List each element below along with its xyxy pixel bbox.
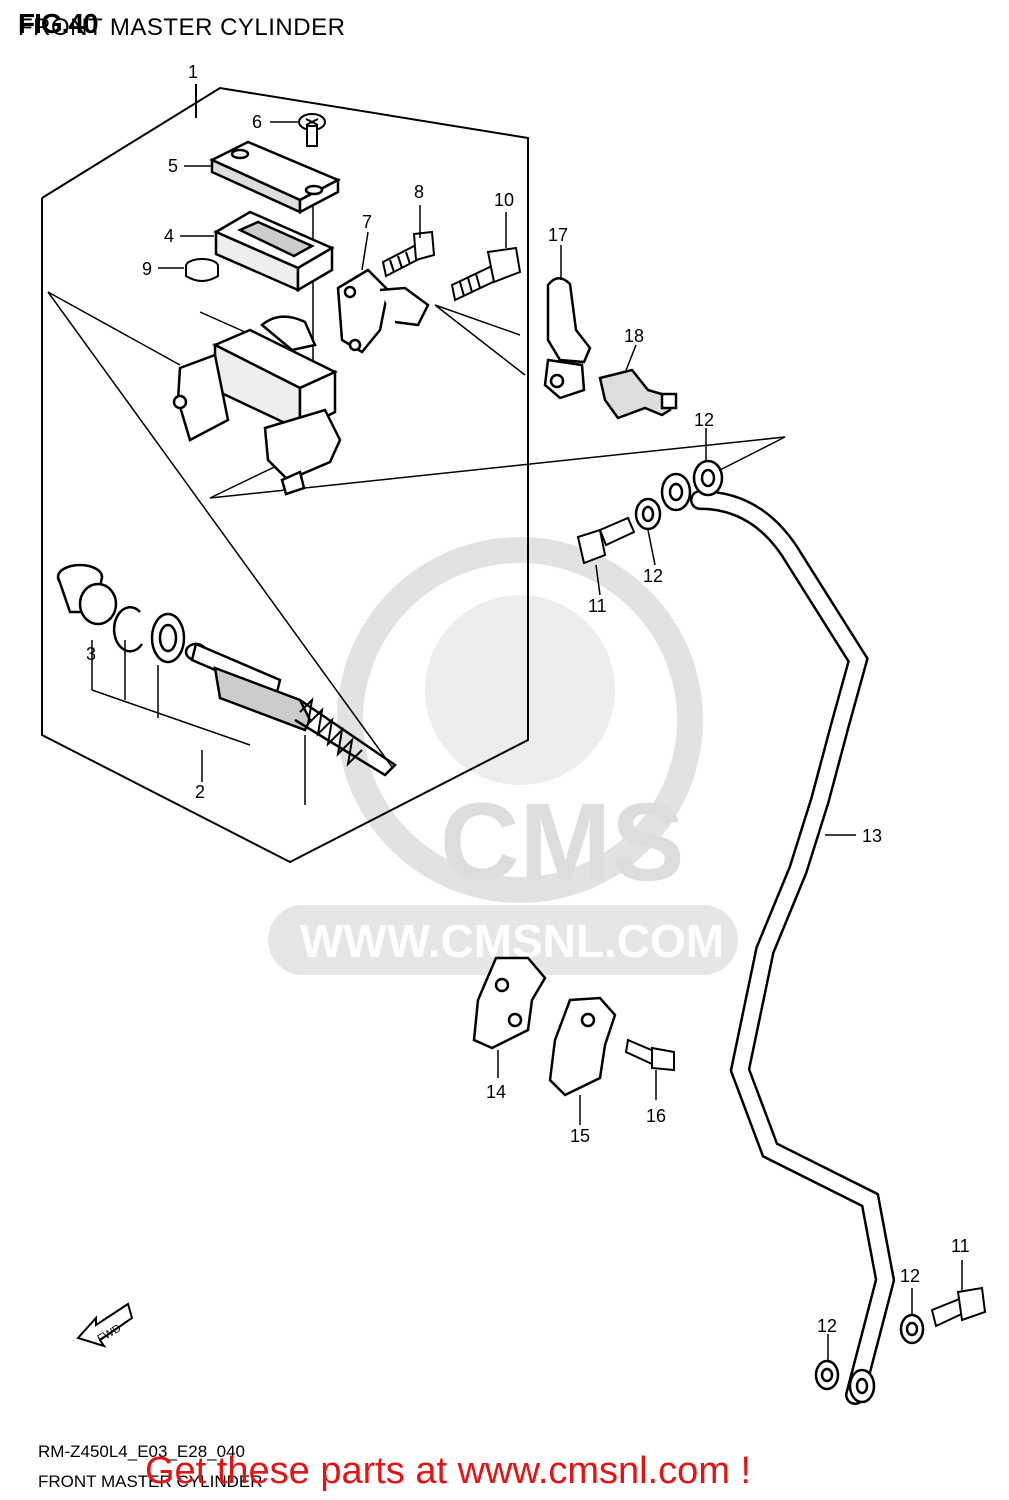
callout-15: 15 bbox=[570, 1126, 590, 1146]
bolt-part-16 bbox=[624, 1038, 675, 1072]
washers-part-12 bbox=[634, 459, 925, 1391]
fwd-arrow: FWD bbox=[76, 1302, 134, 1348]
callout-12d: 12 bbox=[817, 1316, 837, 1336]
lever-part-17 bbox=[543, 277, 592, 400]
callout-9: 9 bbox=[142, 259, 152, 279]
callout-3: 3 bbox=[86, 644, 96, 664]
clamp-part-7 bbox=[336, 268, 430, 354]
banjo-bolt-part-11-upper bbox=[576, 516, 636, 565]
plug-part-9 bbox=[185, 258, 219, 282]
callout-6: 6 bbox=[252, 112, 262, 132]
footer-title: FRONT MASTER CYLINDER bbox=[38, 1472, 263, 1491]
callout-4: 4 bbox=[164, 226, 174, 246]
callout-14: 14 bbox=[486, 1082, 506, 1102]
callout-11a: 11 bbox=[588, 596, 607, 616]
callout-17: 17 bbox=[548, 225, 568, 245]
guide-part-15 bbox=[548, 996, 617, 1097]
callout-12c: 12 bbox=[900, 1266, 920, 1286]
assembly-outline bbox=[41, 84, 529, 864]
bolt-part-10 bbox=[450, 246, 522, 302]
guide-part-14 bbox=[472, 956, 547, 1050]
spring bbox=[299, 697, 363, 767]
watermark-logo: CMS bbox=[440, 781, 684, 904]
callout-10: 10 bbox=[494, 190, 514, 210]
callout-11b: 11 bbox=[951, 1236, 970, 1256]
boot-part-3 bbox=[56, 563, 118, 626]
callout-8: 8 bbox=[414, 182, 424, 202]
callout-16: 16 bbox=[646, 1106, 666, 1126]
screw-part-6 bbox=[298, 113, 326, 147]
callout-12a: 12 bbox=[694, 410, 714, 430]
cap-part-5 bbox=[209, 140, 341, 215]
bolt-part-8 bbox=[381, 230, 436, 278]
callout-7: 7 bbox=[362, 212, 372, 232]
brake-hose-part-13 bbox=[660, 472, 896, 1405]
diagram-subtitle: FRONT MASTER CYLINDER bbox=[18, 14, 346, 41]
leader-lines bbox=[91, 121, 963, 1360]
banjo-bolt-part-11-lower bbox=[930, 1286, 987, 1328]
plate-part-4 bbox=[213, 210, 335, 293]
callout-labels: 1 6 5 8 10 7 4 17 9 18 12 12 11 3 2 13 1… bbox=[86, 62, 970, 1336]
model-code: RM-Z450L4_E03_E28_040 bbox=[38, 1442, 245, 1461]
callout-18: 18 bbox=[624, 326, 644, 346]
master-cylinder-body bbox=[172, 315, 342, 496]
cms-watermark: CMS WWW.CMSNL.COM bbox=[268, 537, 738, 975]
callout-1: 1 bbox=[188, 62, 198, 82]
callout-2: 2 bbox=[195, 782, 205, 802]
callout-12b: 12 bbox=[643, 566, 663, 586]
switch-part-18 bbox=[598, 368, 678, 420]
callout-5: 5 bbox=[168, 156, 178, 176]
figure-label: FIG.40 bbox=[18, 8, 99, 39]
promo-link[interactable]: Get these parts at www.cmsnl.com ! bbox=[145, 1450, 752, 1492]
callout-13: 13 bbox=[862, 826, 882, 846]
circlip-washer bbox=[112, 606, 186, 664]
